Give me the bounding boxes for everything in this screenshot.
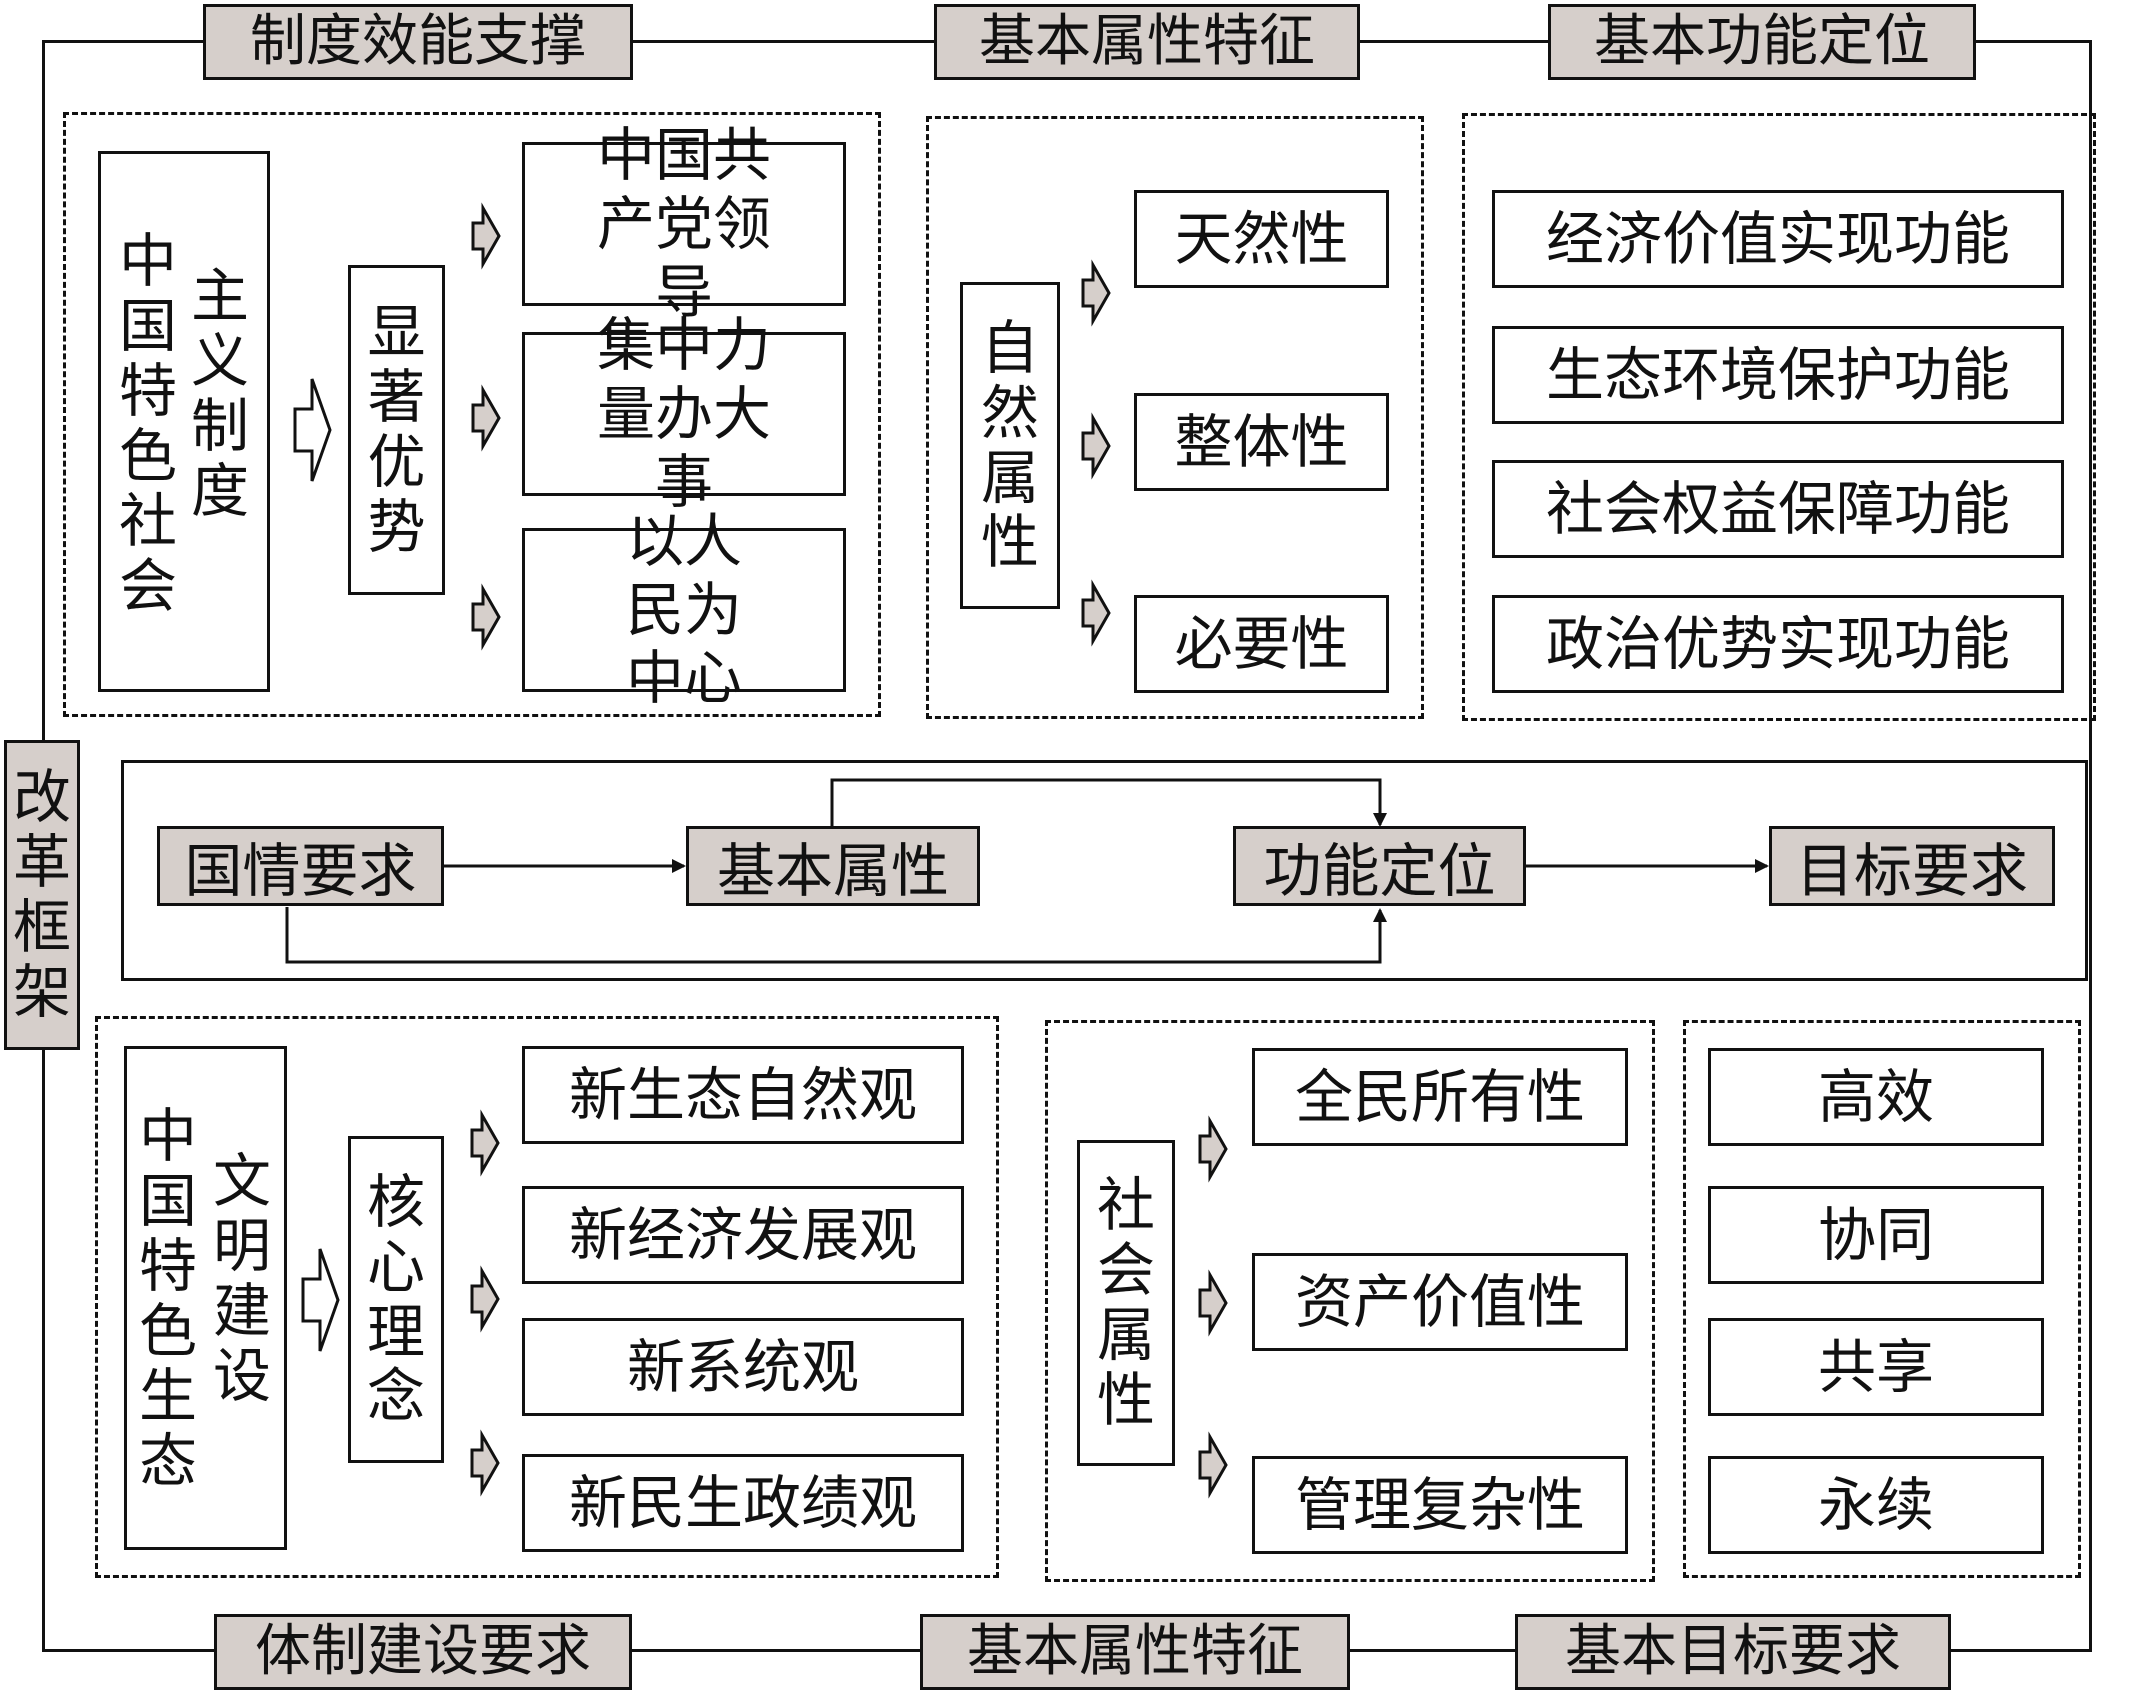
social-item-2: 资产价值性 (1252, 1253, 1628, 1351)
label-bottom-left: 体制建设要求 (214, 1614, 632, 1690)
function-item-3: 社会权益保障功能 (1492, 460, 2064, 558)
goal-item-4: 永续 (1708, 1456, 2044, 1554)
eco-arrow-icon-2 (470, 1265, 500, 1333)
panel-eco (95, 1016, 999, 1578)
social-arrow-icon-2 (1198, 1269, 1228, 1337)
natural-arrow-icon-3 (1081, 579, 1111, 647)
socialism-source-col2: 主义制度 (190, 262, 249, 525)
natural-arrow-icon-1 (1081, 259, 1111, 327)
function-item-2: 生态环境保护功能 (1492, 326, 2064, 424)
label-bottom-mid: 基本属性特征 (920, 1614, 1350, 1690)
natural-middle: 自然属性 (960, 282, 1060, 609)
flow-node-3: 功能定位 (1233, 826, 1526, 906)
eco-source-col2: 文明建设 (212, 1147, 271, 1410)
goal-item-1: 高效 (1708, 1048, 2044, 1146)
label-bottom-right: 基本目标要求 (1515, 1614, 1951, 1690)
socialism-big-arrow-icon (293, 378, 332, 482)
socialism-arrow-icon-3 (471, 583, 501, 651)
eco-item-3: 新系统观 (522, 1318, 964, 1416)
social-arrow-icon-1 (1198, 1115, 1228, 1183)
label-left: 改革框架 (4, 740, 80, 1050)
socialism-source-col1: 中国特色社会 (118, 227, 177, 620)
function-item-1: 经济价值实现功能 (1492, 190, 2064, 288)
social-arrow-icon-3 (1198, 1431, 1228, 1499)
eco-item-4: 新民生政绩观 (522, 1454, 964, 1552)
panel-socialism (63, 112, 881, 717)
eco-middle: 核心理念 (348, 1136, 444, 1463)
eco-big-arrow-icon (301, 1248, 340, 1352)
natural-item-1: 天然性 (1134, 190, 1389, 288)
flow-node-4: 目标要求 (1769, 826, 2055, 906)
eco-item-1: 新生态自然观 (522, 1046, 964, 1144)
panel-natural (926, 116, 1424, 719)
natural-arrow-icon-2 (1081, 412, 1111, 480)
panel-social (1045, 1020, 1655, 1582)
socialism-item-3: 以人民为中心 (522, 507, 846, 712)
social-item-3: 管理复杂性 (1252, 1456, 1628, 1554)
eco-item-2: 新经济发展观 (522, 1186, 964, 1284)
eco-source-box: 中国特色生态 文明建设 (124, 1046, 287, 1550)
label-top-left: 制度效能支撑 (203, 4, 633, 80)
panel-functions (1462, 113, 2096, 721)
goal-item-3: 共享 (1708, 1318, 2044, 1416)
natural-item-2: 整体性 (1134, 393, 1389, 491)
eco-source-col1: 中国特色生态 (138, 1102, 197, 1495)
socialism-source-box: 中国特色社会 主义制度 (98, 151, 270, 692)
socialism-arrow-icon-1 (471, 202, 501, 270)
social-item-1: 全民所有性 (1252, 1048, 1628, 1146)
function-item-4: 政治优势实现功能 (1492, 595, 2064, 693)
eco-arrow-icon-1 (470, 1109, 500, 1177)
flow-node-2: 基本属性 (686, 826, 980, 906)
natural-item-3: 必要性 (1134, 595, 1389, 693)
goal-item-2: 协同 (1708, 1186, 2044, 1284)
label-top-mid: 基本属性特征 (934, 4, 1360, 80)
socialism-middle: 显著优势 (348, 265, 445, 595)
eco-arrow-icon-3 (470, 1429, 500, 1497)
social-middle: 社会属性 (1077, 1140, 1175, 1466)
flow-node-1: 国情要求 (157, 826, 444, 906)
socialism-arrow-icon-2 (471, 384, 501, 452)
panel-goals (1683, 1020, 2081, 1578)
label-top-right: 基本功能定位 (1548, 4, 1976, 80)
